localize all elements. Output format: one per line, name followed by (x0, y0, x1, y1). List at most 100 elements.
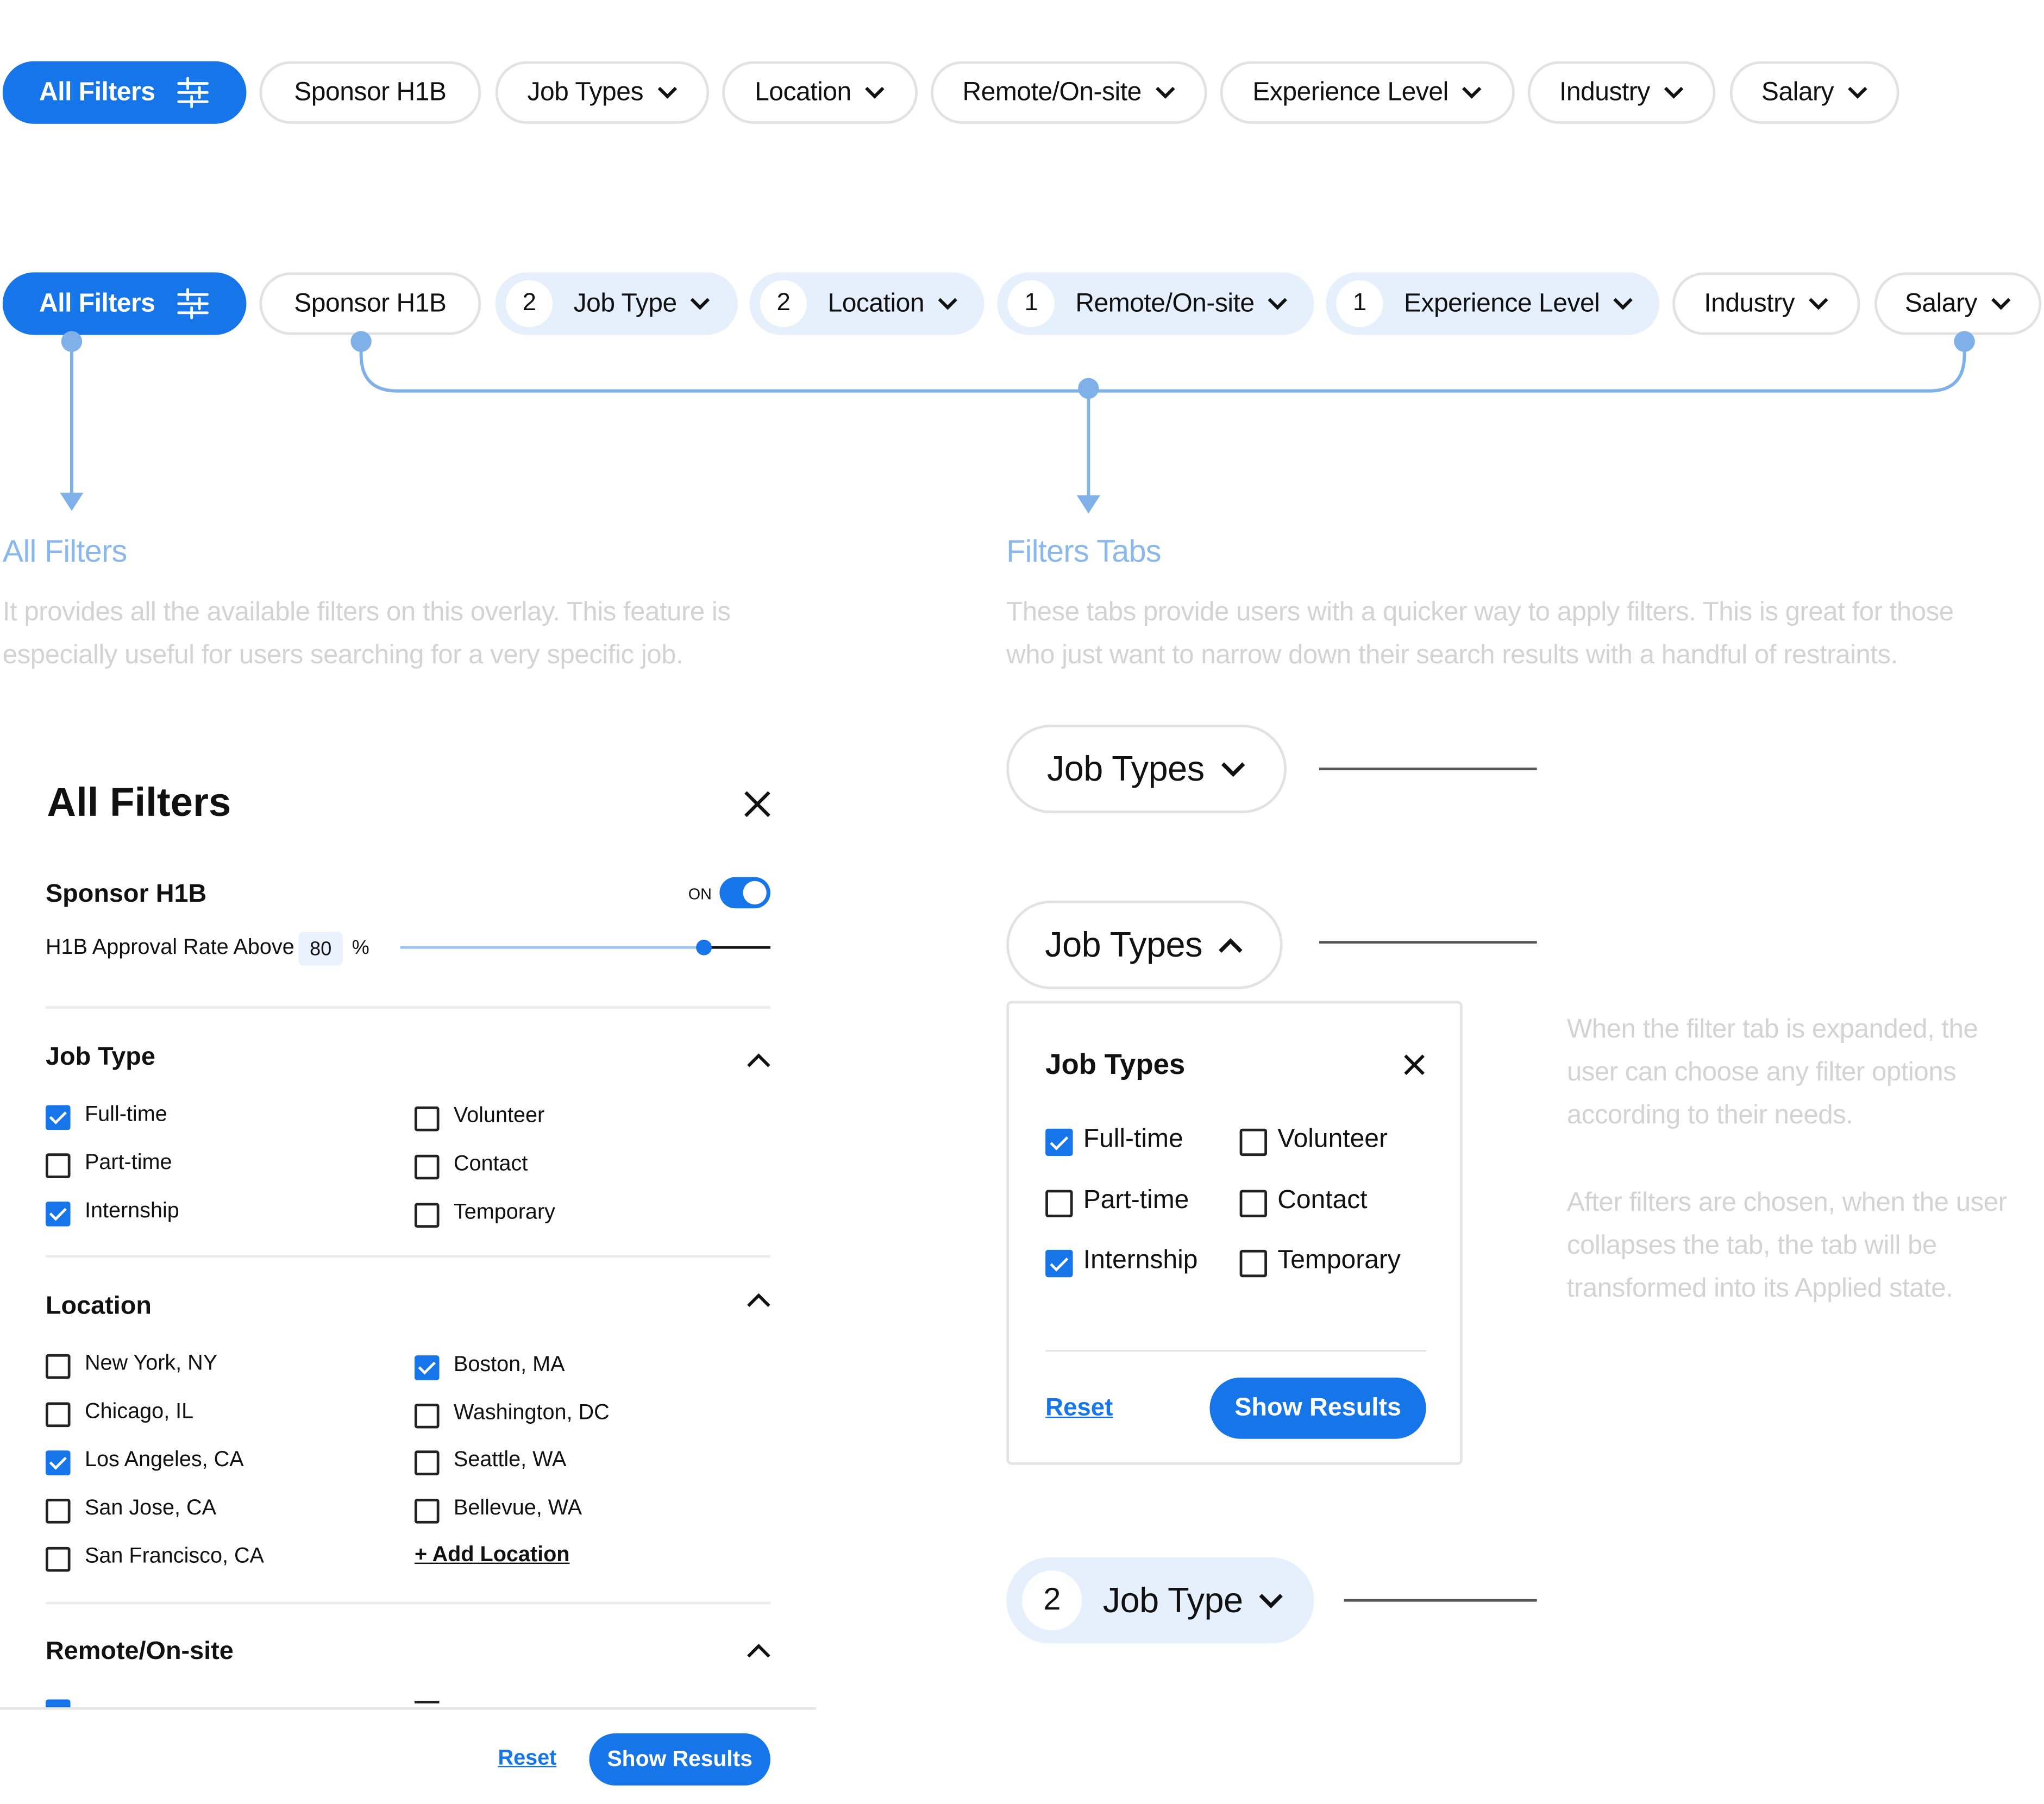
approval-rate-input[interactable]: 80 (298, 932, 343, 966)
checkbox-label: Temporary (453, 1200, 555, 1224)
checkbox[interactable] (414, 1498, 440, 1523)
annotation-line: user can choose any filter options (1566, 1057, 1957, 1087)
all-filters-button-applied[interactable]: All Filters (2, 272, 247, 335)
show-results-button[interactable]: Show Results (589, 1733, 770, 1786)
annotation-line: according to their needs. (1566, 1099, 1853, 1130)
checkbox[interactable] (45, 1153, 71, 1178)
add-location-link[interactable]: + Add Location (414, 1543, 570, 1567)
close-icon[interactable] (743, 790, 772, 819)
checkbox-label: Full-time (1083, 1124, 1183, 1154)
chip-label: Sponsor H1B (294, 288, 447, 318)
checkbox-label: Volunteer (453, 1104, 545, 1128)
all-filters-label: All Filters (39, 288, 155, 318)
expanded-state-annotation: When the filter tab is expanded, the use… (1567, 1008, 1978, 1137)
dropdown-show-results-button[interactable]: Show Results (1209, 1377, 1426, 1439)
chip-label: Salary (1904, 288, 1978, 318)
checkbox-label: New York, NY (84, 1351, 218, 1375)
salary-chip[interactable]: Salary (1729, 61, 1899, 124)
all-filters-button[interactable]: All Filters (2, 61, 247, 124)
checkbox[interactable] (1045, 1189, 1073, 1217)
checkbox[interactable] (1239, 1189, 1268, 1217)
checkbox-label: Part-time (84, 1151, 172, 1174)
count-badge: 2 (505, 280, 553, 328)
all-filters-label: All Filters (39, 77, 155, 106)
industry-chip-applied[interactable]: Industry (1672, 272, 1860, 335)
tab-label: Job Type (1102, 1580, 1243, 1620)
checkbox-label: Contact (453, 1152, 528, 1176)
chip-label: Remote/On-site (1075, 288, 1255, 318)
slider-thumb[interactable] (696, 939, 712, 956)
chip-label: Experience Level (1403, 288, 1600, 318)
checkbox[interactable] (414, 1403, 440, 1428)
checkbox[interactable] (414, 1355, 440, 1380)
remote-onsite-chip[interactable]: Remote/On-site (931, 61, 1207, 124)
toggle-knob (743, 881, 767, 905)
chevron-up-icon (1218, 936, 1244, 953)
state-pointer-line (1344, 1599, 1537, 1602)
chip-label: Job Type (573, 288, 678, 318)
chip-label: Job Types (527, 77, 644, 106)
checkbox-label: Full-time (84, 1102, 167, 1126)
checkbox[interactable] (45, 1105, 71, 1130)
job-types-tab-collapsed[interactable]: Job Types (1006, 724, 1287, 814)
checkbox-label: Washington, DC (453, 1400, 610, 1424)
checkbox[interactable] (45, 1202, 71, 1227)
chevron-down-icon (1220, 760, 1246, 777)
checkbox-label: Chicago, IL (84, 1399, 194, 1423)
checkbox[interactable] (45, 1354, 71, 1379)
annotation-line: When the filter tab is expanded, the (1566, 1014, 1978, 1044)
location-chip[interactable]: Location (722, 61, 918, 124)
job-type-chip-applied[interactable]: 2 Job Type (495, 272, 738, 335)
chevron-up-icon[interactable] (745, 1053, 772, 1069)
chevron-down-icon (1613, 297, 1633, 310)
checkbox-label: San Jose, CA (84, 1496, 217, 1520)
dropdown-divider (1045, 1350, 1426, 1352)
chip-label: Location (755, 77, 851, 106)
checkbox-label: Internship (1083, 1246, 1198, 1275)
job-types-chip[interactable]: Job Types (495, 61, 710, 124)
chevron-up-icon[interactable] (745, 1643, 772, 1659)
chevron-up-icon[interactable] (745, 1293, 772, 1309)
chevron-down-icon (690, 297, 711, 310)
job-types-tab-expanded[interactable]: Job Types (1006, 900, 1283, 989)
sponsor-h1b-chip-applied[interactable]: Sponsor H1B (259, 272, 481, 335)
filter-tabs-annotation-title: Filters Tabs (1006, 534, 1161, 570)
checkbox[interactable] (45, 1499, 71, 1524)
panel-footer: Reset Show Results (0, 1709, 816, 1804)
location-section-title: Location (45, 1291, 152, 1321)
approval-rate-slider[interactable] (400, 939, 770, 956)
checkbox[interactable] (1045, 1249, 1073, 1278)
checkbox[interactable] (414, 1154, 440, 1180)
checkbox[interactable] (414, 1203, 440, 1228)
checkbox[interactable] (45, 1547, 71, 1572)
remote-section-title: Remote/On-site (45, 1637, 234, 1666)
remote-option-checkbox-partial[interactable] (45, 1699, 71, 1707)
approval-rate-label: H1B Approval Rate Above (45, 935, 294, 959)
sponsor-toggle[interactable] (719, 877, 770, 909)
sponsor-h1b-chip[interactable]: Sponsor H1B (259, 61, 481, 124)
checkbox[interactable] (414, 1450, 440, 1475)
checkbox[interactable] (1045, 1128, 1073, 1156)
checkbox-label: Contact (1277, 1185, 1368, 1214)
chip-label: Remote/On-site (962, 77, 1142, 106)
reset-link[interactable]: Reset (498, 1746, 557, 1770)
industry-chip[interactable]: Industry (1527, 61, 1716, 124)
count-badge: 2 (760, 280, 807, 328)
checkbox[interactable] (1239, 1128, 1268, 1156)
sliders-icon (176, 288, 210, 319)
remote-option-checkbox-partial[interactable] (414, 1700, 440, 1704)
experience-level-chip[interactable]: Experience Level (1220, 61, 1515, 124)
all-filters-annotation-text: It provides all the available filters on… (3, 590, 731, 676)
close-icon[interactable] (1403, 1053, 1426, 1077)
checkbox[interactable] (414, 1106, 440, 1132)
checkbox[interactable] (45, 1450, 71, 1475)
checkbox[interactable] (45, 1402, 71, 1428)
chevron-down-icon (864, 86, 885, 99)
checkbox[interactable] (1239, 1249, 1268, 1278)
dropdown-reset-link[interactable]: Reset (1045, 1394, 1113, 1422)
job-type-tab-applied[interactable]: 2 Job Type (1006, 1557, 1314, 1644)
annotation-connectors (60, 331, 1975, 514)
